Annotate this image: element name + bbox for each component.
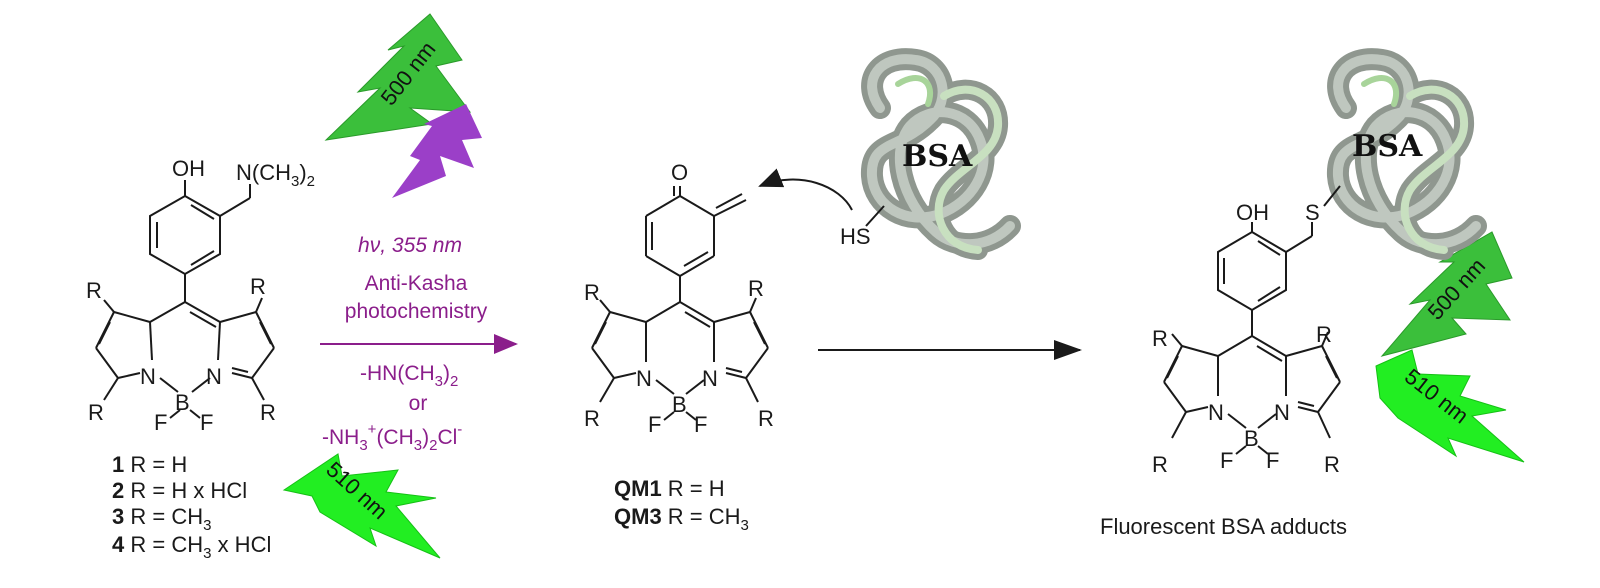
- curved-arrow: [758, 168, 853, 211]
- r-label: R: [584, 406, 600, 431]
- atom-label: N: [1274, 400, 1290, 425]
- amine-main: N(CH: [236, 160, 291, 185]
- compound-label: 4 R = CH3 x HCl: [112, 532, 271, 562]
- r-label: R: [1324, 452, 1340, 477]
- condition-hv: hν, 355 nm: [358, 234, 462, 257]
- r-label: R: [86, 278, 102, 303]
- starting-material-labels: OH N(CH3)2 R R R R N B N F F 1 R = H 2 R…: [86, 156, 315, 562]
- condition-line: Anti-Kasha: [365, 272, 468, 295]
- atom-label: B: [672, 392, 687, 417]
- amine-sub: 3: [291, 173, 299, 190]
- condition-or: or: [409, 392, 428, 415]
- atom-label: S: [1305, 200, 1320, 225]
- structure-starting-material: [95, 180, 275, 419]
- bsa-label: BSA: [902, 139, 973, 174]
- r-label: R: [584, 280, 600, 305]
- atom-label: F: [200, 410, 213, 435]
- atom-label: OH: [1236, 200, 1269, 225]
- thiol-attack: HS: [758, 168, 885, 249]
- atom-label: B: [175, 390, 190, 415]
- adduct-labels: OH S R R R R N B N F F Fluorescent BSA a…: [1100, 200, 1347, 539]
- r-label: R: [250, 274, 266, 299]
- compound-label: 1 R = H: [112, 452, 187, 477]
- atom-label: B: [1244, 426, 1259, 451]
- flash-510nm-right: 510 nm: [1375, 349, 1525, 463]
- structure-adduct: [1163, 185, 1341, 455]
- compound-label: 3 R = CH3: [112, 504, 211, 534]
- r-label: R: [758, 406, 774, 431]
- atom-label: N: [702, 366, 718, 391]
- atom-label: F: [648, 412, 661, 437]
- atom-label: F: [154, 410, 167, 435]
- r-label: R: [88, 400, 104, 425]
- atom-label: O: [671, 160, 688, 185]
- compound-label: QM1 R = H: [614, 476, 725, 501]
- atom-label: N: [636, 366, 652, 391]
- leaving-group: -HN(CH3)2: [360, 362, 458, 390]
- r-label: R: [1316, 322, 1332, 347]
- r-label: R: [748, 276, 764, 301]
- amine-sub2: 2: [307, 173, 315, 190]
- bsa-protein-left: BSA: [860, 48, 1021, 260]
- amine-label: N(CH3)2: [236, 160, 315, 190]
- condition-line: photochemistry: [345, 300, 488, 323]
- atom-label: N: [140, 364, 156, 389]
- atom-label: N: [206, 364, 222, 389]
- atom-label: F: [1220, 448, 1233, 473]
- r-label: R: [1152, 452, 1168, 477]
- structure-quinone-methide: [591, 186, 769, 421]
- atom-label: F: [1266, 448, 1279, 473]
- adduct-caption: Fluorescent BSA adducts: [1100, 514, 1347, 539]
- amine-close: ): [299, 160, 306, 185]
- compound-label: QM3 R = CH3: [614, 504, 749, 534]
- atom-label: N: [1208, 400, 1224, 425]
- atom-label: F: [694, 412, 707, 437]
- atom-label: OH: [172, 156, 205, 181]
- leaving-group: -NH3+(CH3)2Cl-: [322, 421, 462, 454]
- compound-label: 2 R = H x HCl: [112, 478, 247, 503]
- reaction-conditions: hν, 355 nm Anti-Kasha photochemistry -HN…: [320, 234, 518, 454]
- r-label: R: [260, 400, 276, 425]
- flash-purple-uv: [392, 104, 482, 198]
- bsa-label: BSA: [1352, 129, 1423, 164]
- bsa-protein-right: BSA: [1326, 48, 1487, 260]
- r-label: R: [1152, 326, 1168, 351]
- flash-510nm-left: 510 nm: [282, 453, 441, 559]
- quinone-methide-labels: O R R R R N B N F F QM1 R = H QM3 R = CH…: [584, 160, 774, 534]
- thiol-label: HS: [840, 224, 871, 249]
